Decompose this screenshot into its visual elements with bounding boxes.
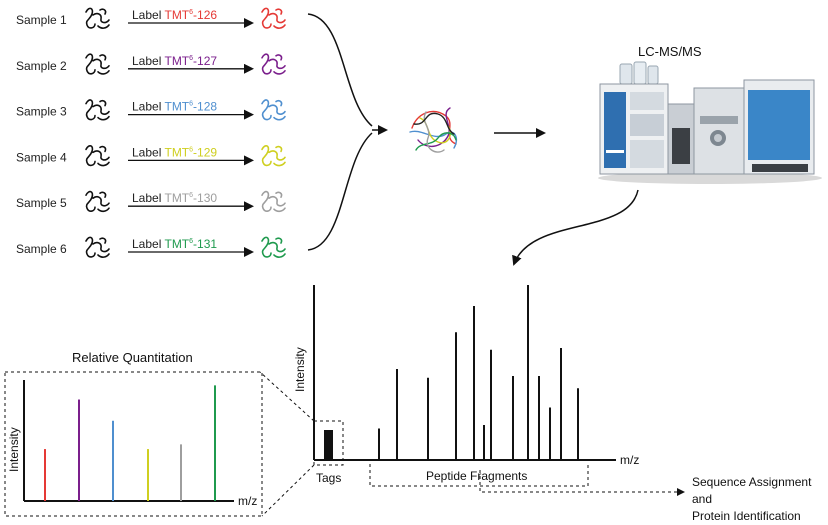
fragment-peaks	[378, 285, 579, 460]
sample-label: Sample 2	[16, 59, 67, 73]
tmt-superscript: 6	[189, 146, 193, 153]
tags-label: Tags	[316, 471, 341, 485]
ms-spectrum-chart: Intensity m/z Tags Peptide Fragments	[293, 285, 639, 487]
tmt-tag: TMT	[164, 54, 189, 68]
tmt-tag: TMT	[164, 191, 189, 205]
label-word: Label	[132, 191, 164, 205]
unlabeled-protein-icon	[85, 190, 110, 213]
fragments-label: Peptide Fragments	[426, 469, 527, 483]
tmt-channel: -129	[193, 145, 217, 159]
output-line-3: Protein Identification	[692, 509, 801, 523]
label-word: Label	[132, 145, 164, 159]
main-y-label: Intensity	[293, 347, 307, 392]
labeled-protein-icon	[261, 99, 286, 121]
tmt-label: Label TMT6-131	[132, 237, 217, 251]
sample-label: Sample 5	[16, 196, 67, 210]
reporter-ion-bars	[44, 385, 216, 501]
sample-row-4: Sample 4 Label TMT6-129	[16, 144, 286, 167]
pooling-connectors	[307, 13, 388, 251]
tmt-tag: TMT	[164, 100, 189, 114]
quant-x-label: m/z	[238, 494, 257, 508]
tmt-label: Label TMT6-126	[132, 8, 217, 22]
tmt-channel: -126	[193, 8, 217, 22]
labeled-protein-icon	[261, 7, 286, 29]
sample-label: Sample 6	[16, 242, 67, 256]
sample-row-2: Sample 2 Label TMT6-127	[16, 53, 286, 75]
tmt-tag: TMT	[164, 237, 189, 251]
to-spectrum-arrow	[512, 189, 639, 266]
instrument-title: LC-MS/MS	[638, 44, 702, 59]
tmt-superscript: 6	[189, 238, 193, 245]
tmt-label: Label TMT6-129	[132, 145, 217, 159]
output-line-2: and	[692, 492, 712, 506]
unlabeled-protein-icon	[85, 236, 110, 258]
to-output-arrow	[479, 470, 685, 496]
tmt-channel: -128	[193, 100, 217, 114]
zoom-connectors	[259, 371, 315, 517]
tmt-label: Label TMT6-128	[132, 100, 217, 114]
quant-chart: Intensity m/z	[7, 380, 257, 508]
sample-label: Sample 1	[16, 13, 67, 27]
output-line-1: Sequence Assignment	[692, 475, 812, 489]
tmt-superscript: 6	[189, 9, 193, 16]
label-word: Label	[132, 100, 164, 114]
unlabeled-protein-icon	[85, 7, 110, 29]
tags-box	[313, 420, 344, 466]
label-word: Label	[132, 8, 164, 22]
tmt-channel: -131	[193, 237, 217, 251]
tmt-tag: TMT	[164, 145, 189, 159]
main-x-label: m/z	[620, 453, 639, 467]
tag-peak	[324, 430, 333, 460]
quant-title: Relative Quantitation	[72, 350, 193, 365]
tmt-channel: -130	[193, 191, 217, 205]
sample-row-1: Sample 1 Label TMT6-126	[16, 7, 286, 29]
tmt-label: Label TMT6-127	[132, 54, 217, 68]
sample-row-3: Sample 3 Label TMT6-128	[16, 99, 286, 121]
labeled-protein-icon	[261, 144, 286, 167]
tmt-label: Label TMT6-130	[132, 191, 217, 205]
tmt-channel: -127	[193, 54, 217, 68]
unlabeled-protein-icon	[85, 53, 110, 75]
sample-row-5: Sample 5 Label TMT6-130	[16, 190, 286, 213]
tmt-superscript: 6	[189, 192, 193, 199]
lc-ms-instrument-icon	[598, 61, 822, 184]
unlabeled-protein-icon	[85, 99, 110, 121]
labeled-protein-icon	[261, 236, 286, 258]
sample-label: Sample 4	[16, 150, 67, 164]
label-word: Label	[132, 237, 164, 251]
quant-panel-box	[4, 371, 263, 517]
labeled-protein-icon	[261, 53, 286, 75]
sample-row-6: Sample 6 Label TMT6-131	[16, 236, 286, 258]
labeled-protein-icon	[261, 190, 286, 213]
sample-label: Sample 3	[16, 105, 67, 119]
label-word: Label	[132, 54, 164, 68]
tmt-superscript: 6	[189, 55, 193, 62]
unlabeled-protein-icon	[85, 144, 110, 167]
tmt-tag: TMT	[164, 8, 189, 22]
quant-y-label: Intensity	[7, 427, 21, 472]
pooled-peptides-icon	[409, 107, 458, 153]
tmt-superscript: 6	[189, 101, 193, 108]
